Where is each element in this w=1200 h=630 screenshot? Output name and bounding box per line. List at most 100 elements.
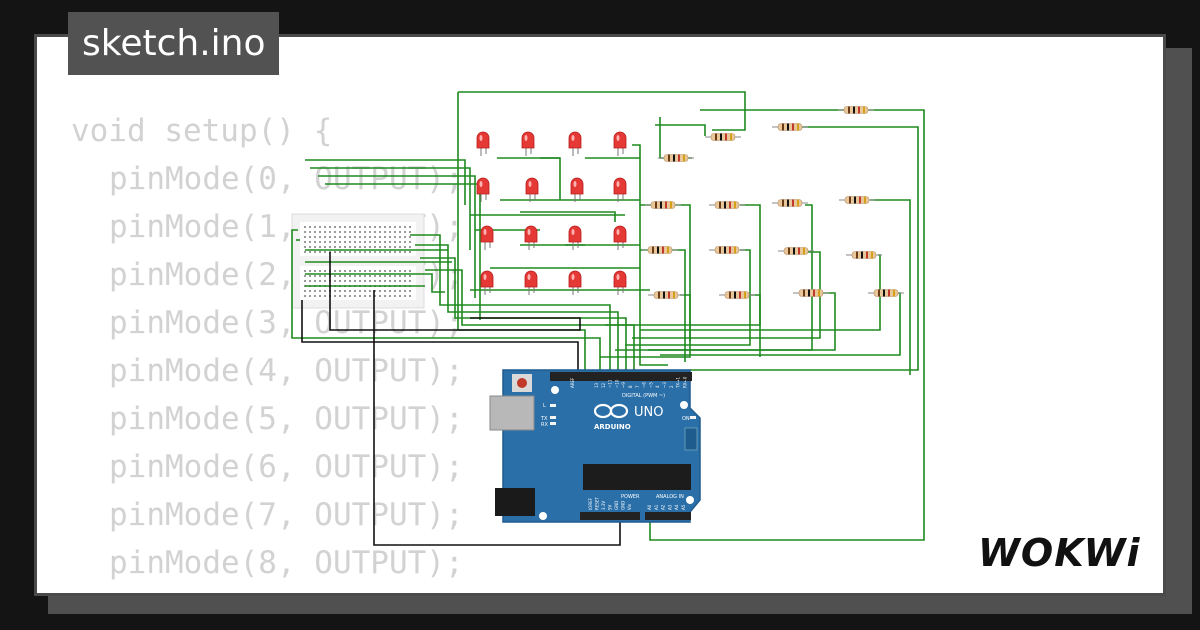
digital-pin-label: ~9 [621, 382, 626, 388]
arduino-logo-icon [593, 403, 629, 419]
l-label: L [543, 403, 546, 409]
led [476, 131, 490, 156]
l-led [550, 404, 556, 407]
analog-pin-label: A3 [667, 504, 672, 510]
digital-label: DIGITAL (PWM ~) [622, 393, 665, 399]
power-header [580, 512, 640, 520]
led [568, 270, 582, 295]
led [476, 177, 490, 202]
breadboard [291, 213, 425, 309]
resistor [705, 133, 741, 141]
tx-led [550, 416, 556, 419]
power-jack [495, 488, 535, 516]
resistor [868, 289, 904, 297]
mounting-hole [680, 401, 688, 409]
resistor [772, 199, 808, 207]
aref-label: AREF [570, 377, 575, 388]
tx-label: TX [540, 416, 548, 422]
code-line: pinMode(7, OUTPUT); [109, 497, 464, 533]
digital-pin-label: 2 [669, 385, 674, 388]
resistor [709, 246, 745, 254]
rx-label: RX [541, 422, 548, 428]
wokwi-logo-text: WOKWi [978, 531, 1141, 574]
led-matrix [476, 131, 627, 295]
code-line: pinMode(6, OUTPUT); [109, 449, 464, 485]
led [568, 225, 582, 250]
resistor [658, 154, 694, 162]
analog-label: ANALOG IN [656, 494, 684, 500]
analog-pin-label: A1 [654, 504, 659, 510]
ground-wires [301, 252, 621, 546]
code-line: pinMode(3, OUTPUT); [109, 305, 464, 341]
digital-pin-label: 12 [601, 382, 606, 388]
analog-header [645, 512, 691, 520]
power-pin-label: RESET [595, 497, 600, 510]
resistor [846, 251, 882, 259]
digital-pin-label: ~10 [614, 379, 619, 388]
led [525, 177, 539, 202]
power-pin-label: GND [614, 501, 619, 510]
reset-button[interactable] [517, 378, 527, 388]
resistors [642, 106, 904, 299]
led [613, 177, 627, 202]
led [524, 270, 538, 295]
led [613, 131, 627, 156]
led [524, 225, 538, 250]
mounting-hole [539, 512, 547, 520]
resistor [719, 291, 755, 299]
digital-header [550, 372, 692, 381]
digital-pin-label: ~11 [608, 379, 613, 388]
arduino-uno-board: UNO ARDUINO DIGITAL (PWM ~) POWER ANALOG… [489, 369, 701, 523]
file-tab[interactable]: sketch.ino [68, 12, 280, 75]
power-pin-label: Vin [627, 503, 632, 510]
resistor [642, 246, 678, 254]
mounting-hole [551, 386, 559, 394]
code-line: pinMode(0, OUTPUT); [109, 161, 464, 197]
wires [291, 91, 925, 541]
code-line: pinMode(8, OUTPUT); [109, 545, 464, 581]
project-card: void setup() { pinMode(0, OUTPUT); pinMode… [34, 34, 1166, 596]
power-pin-label: IOREF [588, 497, 593, 510]
analog-pin-label: A5 [681, 504, 686, 510]
board-brand: ARDUINO [594, 423, 631, 431]
digital-pin-label: 8 [628, 385, 633, 388]
power-pin-label: 3.3V [601, 501, 606, 510]
board-model: UNO [634, 405, 663, 420]
on-led [690, 416, 696, 419]
led [570, 177, 584, 202]
analog-pin-label: A4 [674, 504, 679, 510]
led [480, 225, 494, 250]
resistor [778, 247, 814, 255]
rx-led [550, 422, 556, 425]
digital-pin-label: 7 [635, 385, 640, 388]
digital-pin-label: ~5 [648, 382, 653, 388]
digital-pin-label: ~6 [642, 382, 647, 388]
usb-port [489, 395, 535, 431]
led [480, 270, 494, 295]
resistor [772, 123, 808, 131]
digital-pin-label: RX←0 [682, 376, 687, 388]
power-label: POWER [621, 494, 640, 500]
icsp-header [684, 427, 698, 451]
resistor [645, 201, 681, 209]
wokwi-logo: WOKWi [978, 531, 1141, 574]
code-line: pinMode(5, OUTPUT); [109, 401, 464, 437]
code-line: pinMode(4, OUTPUT); [109, 353, 464, 389]
digital-pin-label: 4 [655, 385, 660, 388]
on-label: ON [682, 416, 690, 422]
power-pin-label: GND [621, 501, 626, 510]
led [521, 131, 535, 156]
resistor [838, 106, 874, 114]
led [613, 270, 627, 295]
resistor [793, 289, 829, 297]
resistor [709, 201, 745, 209]
led [613, 225, 627, 250]
code-line: void setup() { [71, 113, 333, 149]
digital-pin-label: 13 [594, 382, 599, 388]
resistor [648, 291, 684, 299]
analog-pin-label: A2 [661, 504, 666, 510]
power-pin-label: 5V [608, 504, 613, 510]
digital-pin-label: TX→1 [676, 376, 681, 389]
atmega-chip [583, 464, 691, 490]
